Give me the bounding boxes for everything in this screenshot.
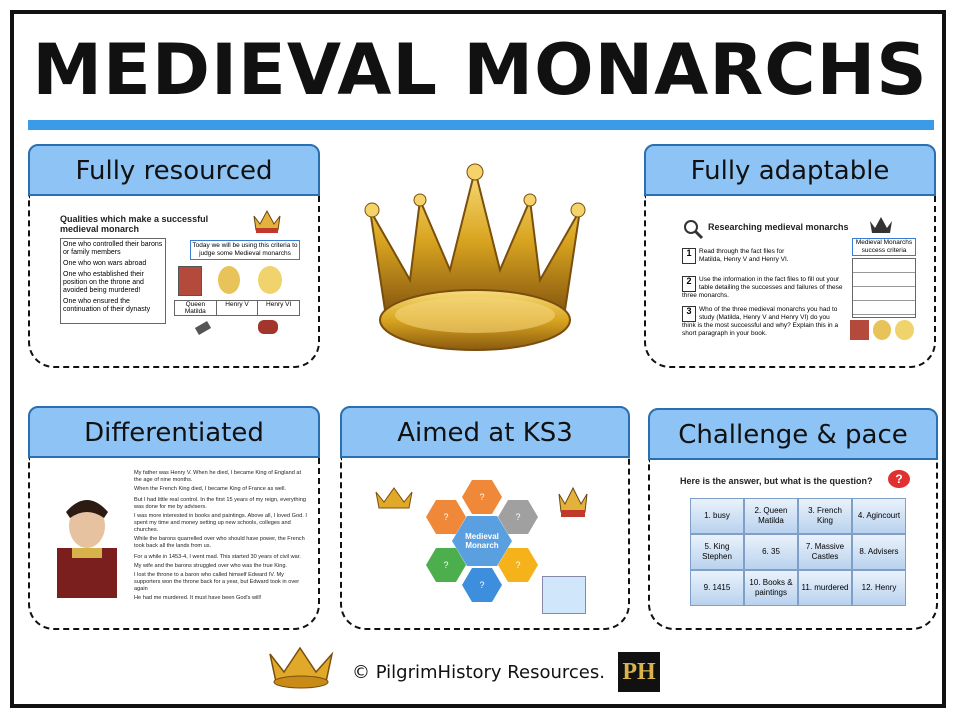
question-mark-icon: ? [888,470,910,488]
card-heading: Challenge & pace [648,408,938,460]
monarch-name: Queen Matilda [175,301,217,315]
list-item: He had me murdered. It must have been Go… [134,595,262,601]
grid-cell[interactable]: 2. Queen Matilda [744,498,798,534]
grid-cell[interactable]: 4. Agincourt [852,498,906,534]
preview-title: Researching medieval monarchs [708,222,849,232]
card-preview: ? ? ? Medieval Monarch ? ? ? [340,458,630,630]
card-aimed-ks3: Aimed at KS3 ? ? ? Medieval Monarch ? ? … [340,406,630,630]
portrait-henry-vi [895,320,915,340]
card-differentiated: Differentiated My father was Henry V. Wh… [28,406,320,630]
card-preview: Researching medieval monarchs Medieval M… [644,196,936,368]
grid-cell[interactable]: 6. 35 [744,534,798,570]
portrait-henry-v [872,320,892,340]
gavel-icon [194,321,212,335]
grid-cell[interactable]: 11. murdered [798,570,852,606]
grid-cell[interactable]: 10. Books & paintings [744,570,798,606]
copyright-text: © PilgrimHistory Resources. [352,662,605,683]
criteria-list: One who controlled their barons or famil… [60,238,166,324]
crown-icon [269,646,334,689]
grid-cell[interactable]: 7. Massive Castles [798,534,852,570]
monarch-name: Henry VI [266,301,292,308]
card-heading: Fully resourced [28,144,320,196]
list-item: One who won wars abroad [63,260,147,267]
grid-cell[interactable]: 3. French King [798,498,852,534]
list-item: While the barons quarrelled over who sho… [134,536,305,549]
crown-icon [558,486,588,517]
title-underline [28,120,934,130]
hex-bottom: ? [462,568,502,602]
callout-box: Today we will be using this criteria to … [190,240,300,260]
card-challenge-pace: Challenge & pace Here is the answer, but… [648,408,938,630]
monarch-table: Queen Matilda Henry V Henry VI [174,300,300,316]
success-criteria-box: Medieval Monarchs success criteria [852,238,916,256]
publisher-logo: PH [618,652,660,692]
question-prompt: Here is the answer, but what is the ques… [680,476,873,486]
list-item: One who established their position on th… [63,271,144,294]
card-fully-resourced: Fully resourced Qualities which make a s… [28,144,320,368]
grid-cell[interactable]: 12. Henry [852,570,906,606]
list-item: When the French King died, I became King… [134,486,287,492]
card-heading: Aimed at KS3 [340,406,630,458]
step-3: 3 Who of the three medieval monarchs you… [682,306,844,338]
grid-cell[interactable]: 9. 1415 [690,570,744,606]
card-preview: Qualities which make a successful mediev… [28,196,320,368]
card-heading: Fully adaptable [644,144,936,196]
portrait-row [850,320,915,340]
grid-cell[interactable]: 8. Advisers [852,534,906,570]
page-title: MEDIEVAL MONARCHS [32,29,928,111]
list-item: One who ensured the continuation of thei… [63,298,151,313]
portrait-matilda [178,266,202,296]
list-item: My father was Henry V. When he died, I b… [134,470,302,483]
step-text: Read through the fact files for Matilda,… [699,248,789,263]
step-text: Use the information in the fact files to… [682,276,843,299]
card-preview: Here is the answer, but what is the ques… [648,460,938,630]
list-item: I lost the throne to a baron who called … [134,572,300,592]
grid-cell[interactable]: 5. King Stephen [690,534,744,570]
henry-vi-portrait [57,500,117,598]
hex-left-bottom: ? [426,548,466,582]
monarch-name: Henry V [217,301,259,315]
footer: © PilgrimHistory Resources. [0,660,960,690]
crown-icon [870,217,892,233]
crown-icon [375,487,413,509]
thinking-student-icon [542,576,586,614]
crown-icon [253,209,281,233]
list-item: My wife and the barons struggled over wh… [134,563,287,569]
bullet-list: My father was Henry V. When he died, I b… [134,470,310,602]
step-number: 3 [682,306,696,322]
magnifier-icon [684,220,704,240]
list-item: One who controlled their barons or famil… [63,241,163,256]
hex-top: ? [462,480,502,514]
portrait-henry-vi [258,266,282,294]
criteria-mini-list [852,258,916,318]
preview-title: Qualities which make a successful mediev… [60,214,209,234]
card-heading: Differentiated [28,406,320,458]
portrait-matilda [850,320,869,340]
step-1: 1 Read through the fact files for Matild… [682,248,804,264]
card-preview: My father was Henry V. When he died, I b… [28,458,320,630]
step-number: 2 [682,276,696,292]
card-fully-adaptable: Fully adaptable Researching medieval mon… [644,144,936,368]
figure-icon [258,320,278,334]
hex-right-bottom: ? [498,548,538,582]
crown-icon [364,163,586,351]
list-item: I was more interested in books and paint… [134,513,307,533]
list-item: But I had little real control. In the fi… [134,497,306,510]
portrait-henry-v [218,266,240,294]
list-item: For a while in 1453-4, I went mad. This … [134,554,301,560]
step-2: 2 Use the information in the fact files … [682,276,844,300]
grid-cell[interactable]: 1. busy [690,498,744,534]
step-text: Who of the three medieval monarchs you h… [682,306,839,337]
step-number: 1 [682,248,696,264]
